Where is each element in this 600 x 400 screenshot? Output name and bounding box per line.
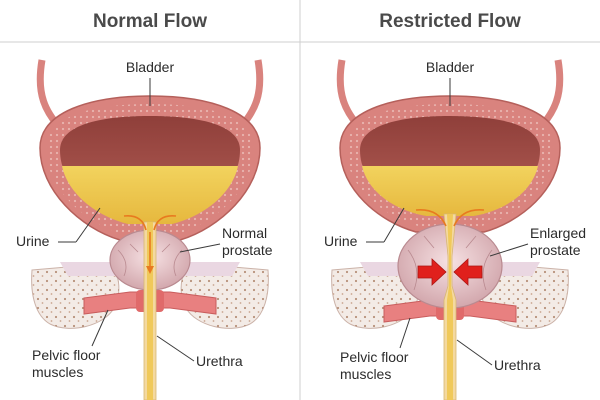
label-pelvic-line2: muscles: [340, 366, 391, 382]
leader-urethra: [457, 340, 492, 365]
leader-pelvic: [400, 318, 410, 348]
label-pelvic-line1: Pelvic floor: [340, 349, 409, 365]
label-bladder: Bladder: [426, 59, 475, 75]
label-prostate-line1: Normal: [222, 225, 267, 241]
label-bladder: Bladder: [126, 59, 175, 75]
label-urine: Urine: [16, 233, 50, 249]
label-prostate-line2: prostate: [530, 242, 581, 258]
panel-title: Normal Flow: [93, 11, 207, 32]
leader-urethra: [157, 336, 194, 361]
label-prostate-line2: prostate: [222, 242, 273, 258]
label-urethra: Urethra: [494, 357, 541, 373]
label-pelvic-line2: muscles: [32, 364, 83, 380]
label-pelvic-line1: Pelvic floor: [32, 347, 101, 363]
panel-restricted-flow: Restricted Flow Bladder Uri: [324, 11, 586, 400]
label-urine: Urine: [324, 233, 358, 249]
panel-title: Restricted Flow: [379, 11, 521, 32]
panel-normal-flow: Normal Flow Bladder Uri: [16, 11, 273, 400]
label-urethra: Urethra: [196, 353, 243, 369]
label-prostate-line1: Enlarged: [530, 225, 586, 241]
